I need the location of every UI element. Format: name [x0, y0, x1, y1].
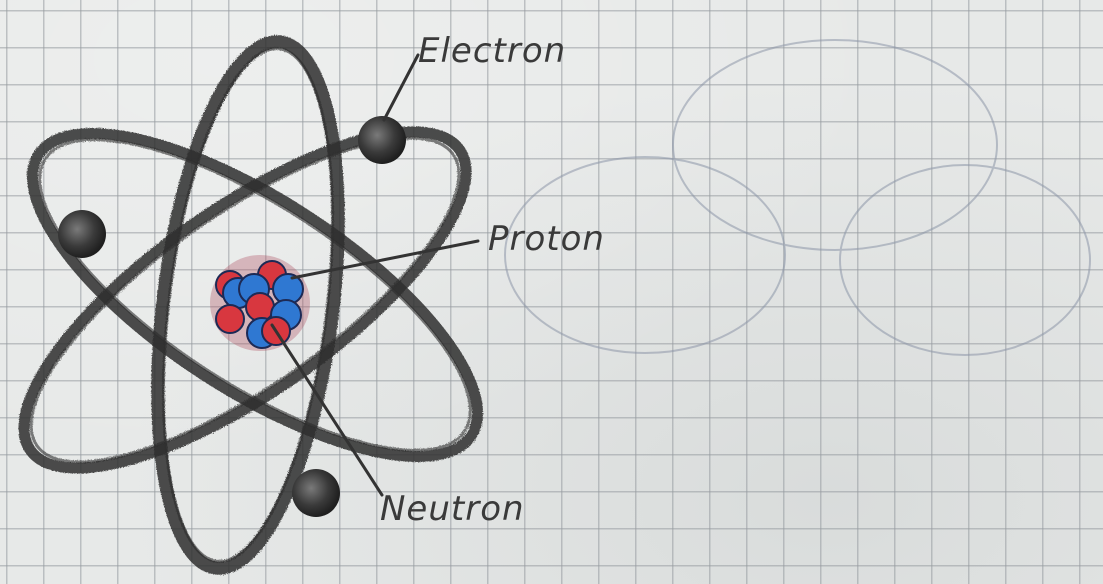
erased-circles: [504, 39, 1091, 356]
proton-particle: [215, 304, 245, 334]
orbit-ascending-inner: [29, 136, 461, 464]
electron-bottom: [292, 469, 340, 517]
orbit-descending-inner: [38, 138, 472, 452]
orbit-ascending: [18, 126, 472, 474]
erased-circle-left: [504, 156, 786, 354]
neutron-label: Neutron: [380, 489, 525, 529]
proton-label: Proton: [488, 219, 605, 259]
proton-particle: [245, 292, 275, 322]
electron-label: Electron: [418, 31, 566, 71]
orbit-vertical: [151, 35, 345, 575]
electron-left: [58, 210, 106, 258]
proton-leader-line: [290, 239, 480, 280]
orbit-descending: [27, 127, 483, 463]
leader-lines: [270, 53, 480, 497]
neutron-leader-line: [270, 323, 384, 497]
erased-circle-top: [672, 39, 998, 251]
orbits: [18, 35, 483, 575]
electron-top-right: [358, 116, 406, 164]
electron-leader-line: [382, 53, 420, 122]
nucleus: [210, 255, 310, 351]
orbit-vertical-inner: [162, 47, 334, 563]
erased-circle-right: [839, 164, 1091, 356]
electrons: [58, 116, 406, 517]
